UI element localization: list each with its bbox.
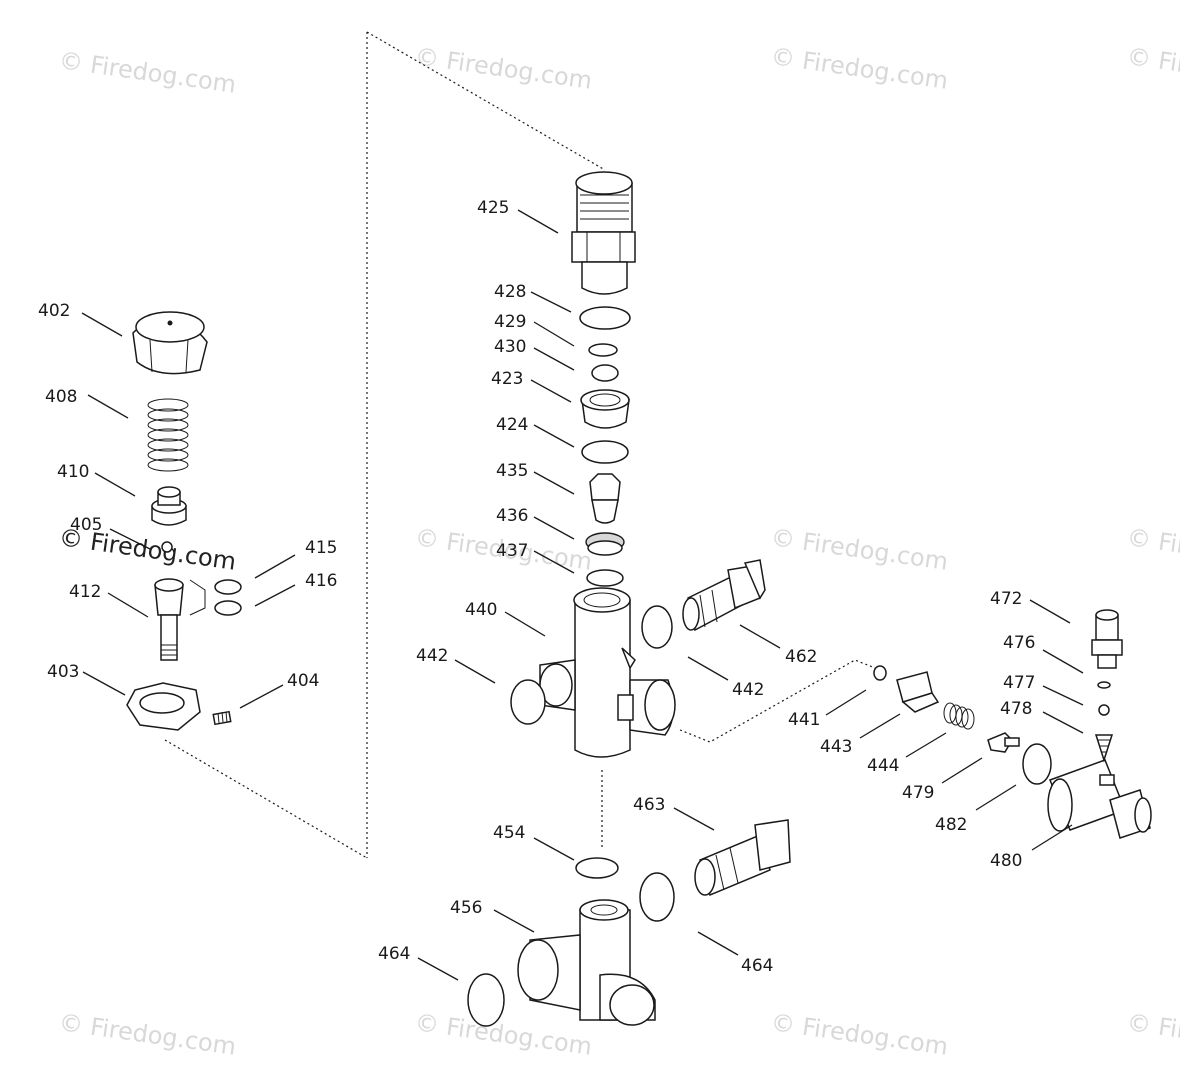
part-472-nipple (1091, 609, 1123, 669)
part-405-ball (161, 541, 173, 553)
bracket (189, 579, 206, 616)
part-416-oring (214, 600, 242, 616)
callout-416: 416 (305, 571, 337, 591)
watermark: © Firedog.com (769, 42, 950, 95)
part-435-valve (589, 473, 621, 524)
callout-415: 415 (305, 538, 337, 558)
part-454-oring (575, 857, 619, 879)
watermark: © Firedog.com (413, 1008, 594, 1061)
watermark: © Firedog.com (769, 523, 950, 576)
callout-437: 437 (496, 541, 528, 561)
watermark: © Firedog.com (413, 42, 594, 95)
callout-464-left: 464 (378, 944, 410, 964)
callout-408: 408 (45, 387, 77, 407)
part-463-banjo-bolt (694, 819, 791, 897)
callout-440: 440 (465, 600, 497, 620)
callout-456: 456 (450, 898, 482, 918)
part-410-seat (151, 486, 187, 526)
callout-444: 444 (867, 756, 899, 776)
callout-402: 402 (38, 301, 70, 321)
callout-425: 425 (477, 198, 509, 218)
callout-442-left: 442 (416, 646, 448, 666)
callout-480: 480 (990, 851, 1022, 871)
part-478-spring (1094, 734, 1114, 763)
callout-482: 482 (935, 815, 967, 835)
dotted-line (366, 31, 606, 171)
part-462-banjo-bolt (682, 559, 766, 632)
part-428-oring (579, 306, 631, 330)
part-408-spring (147, 398, 189, 472)
part-423-seat (580, 389, 630, 429)
callout-442-right: 442 (732, 680, 764, 700)
callout-479: 479 (902, 783, 934, 803)
part-425-fitting (571, 171, 636, 295)
callout-464-right: 464 (741, 956, 773, 976)
part-415-oring (214, 579, 242, 595)
part-404-screw (212, 710, 232, 726)
watermark: © Firedog.com (769, 1008, 950, 1061)
part-479-valve (987, 732, 1020, 753)
callout-476: 476 (1003, 633, 1035, 653)
callout-463: 463 (633, 795, 665, 815)
callout-424: 424 (496, 415, 528, 435)
callout-404: 404 (287, 671, 319, 691)
callout-403: 403 (47, 662, 79, 682)
part-442-oring-left (510, 679, 546, 725)
callout-462: 462 (785, 647, 817, 667)
part-437-oring (586, 569, 624, 587)
watermark: © Firedog.com (1125, 42, 1180, 95)
assembly-lines (164, 31, 876, 859)
part-476-washer (1097, 681, 1111, 689)
callout-443: 443 (820, 737, 852, 757)
part-412-stem (154, 578, 184, 661)
part-482-oring (1022, 743, 1052, 785)
watermark: © Firedog.com (1125, 1008, 1180, 1061)
callout-429: 429 (494, 312, 526, 332)
part-464-oring-left (467, 973, 505, 1027)
callout-430: 430 (494, 337, 526, 357)
watermark: © Firedog.com (1125, 523, 1180, 576)
callout-410: 410 (57, 462, 89, 482)
part-436-oring (585, 532, 625, 556)
part-402-cap (132, 311, 208, 375)
callout-436: 436 (496, 506, 528, 526)
callout-478: 478 (1000, 699, 1032, 719)
callout-435: 435 (496, 461, 528, 481)
callout-412: 412 (69, 582, 101, 602)
part-477-ball (1098, 704, 1110, 716)
callout-454: 454 (493, 823, 525, 843)
callout-labels: 402 408 410 405 412 415 416 403 404 425 … (38, 198, 1035, 976)
part-464-oring-right (639, 872, 675, 922)
callout-423: 423 (491, 369, 523, 389)
part-441-washer (873, 665, 887, 681)
part-429-oring (588, 343, 618, 357)
callout-441: 441 (788, 710, 820, 730)
leader-lines (81, 209, 1084, 981)
part-440-body (539, 587, 676, 758)
part-444-spring (943, 702, 975, 730)
callout-405: 405 (70, 515, 102, 535)
part-430-oring (591, 364, 619, 382)
callout-477: 477 (1003, 673, 1035, 693)
callout-472: 472 (990, 589, 1022, 609)
part-443-plug (896, 671, 940, 713)
part-442-oring-right (641, 605, 673, 649)
watermark: © Firedog.com (57, 46, 238, 99)
dotted-line (679, 659, 876, 743)
part-480-fitting (1047, 759, 1152, 839)
part-424-oring (581, 440, 629, 464)
dotted-line (164, 739, 368, 859)
callout-428: 428 (494, 282, 526, 302)
part-456-body (517, 899, 656, 1026)
part-403-nut (126, 682, 201, 731)
watermark: © Firedog.com (57, 1008, 238, 1061)
